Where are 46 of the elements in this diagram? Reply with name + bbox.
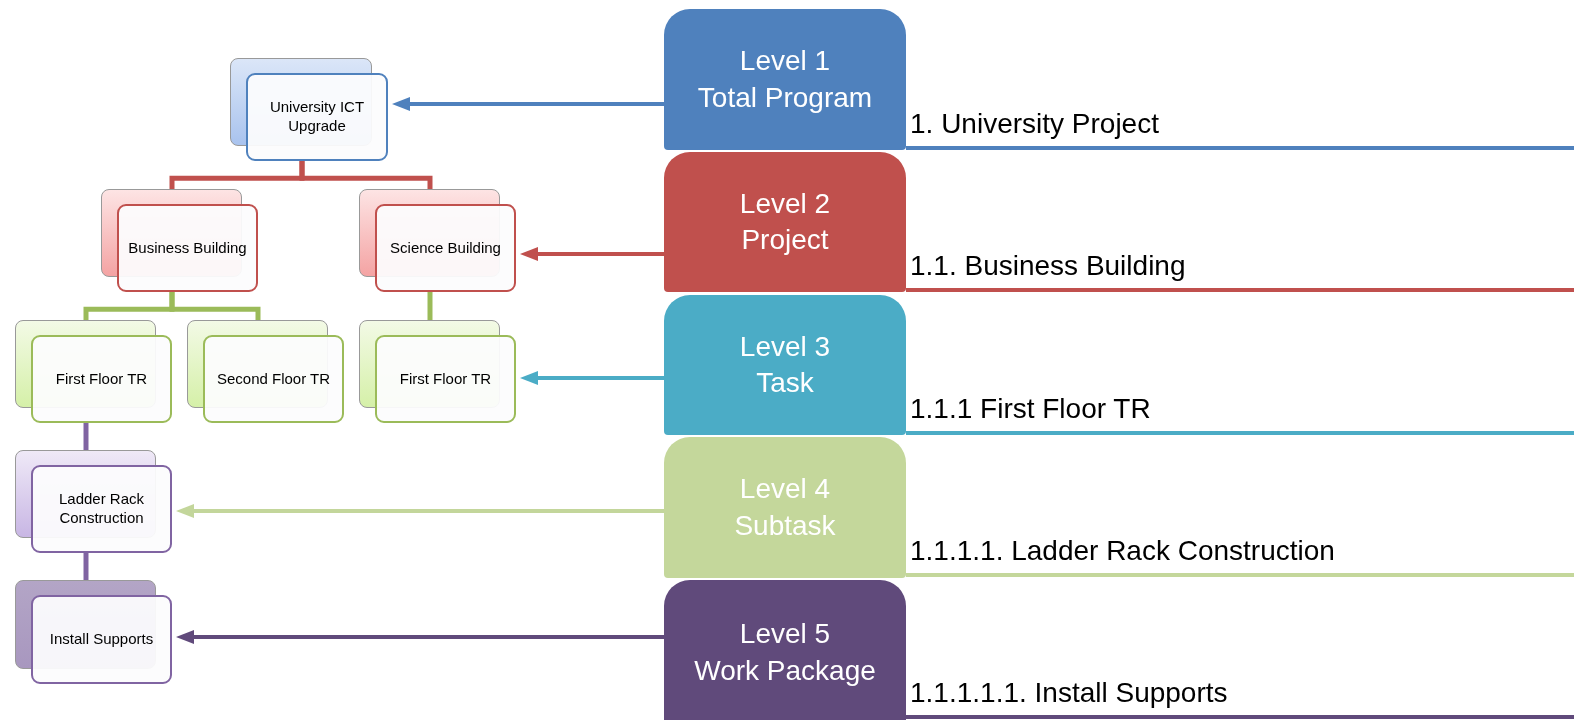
example-label: 1.1.1 First Floor TR: [910, 393, 1151, 425]
process-card: [15, 450, 172, 553]
box-label: Science Building: [389, 238, 502, 258]
process-card: [15, 580, 172, 684]
arrow: [176, 504, 664, 518]
process-card: [359, 320, 516, 423]
connector-line: [299, 161, 433, 189]
box-label: Ladder Rack Construction: [57, 490, 146, 528]
box-label: University ICT Upgrade: [268, 98, 366, 136]
box-label: Business Building: [127, 238, 248, 258]
arrow: [392, 97, 664, 111]
box-label: First Floor TR: [54, 369, 149, 389]
example-label: 1.1. Business Building: [910, 250, 1186, 282]
connector-line: [169, 292, 261, 320]
example-label: 1.1.1.1. Ladder Rack Construction: [910, 535, 1335, 567]
level-name: Task: [756, 366, 814, 400]
level-heading: Level 2: [739, 186, 831, 221]
connector-line: [83, 423, 89, 450]
level-band: [664, 152, 906, 292]
process-card: [187, 320, 344, 423]
level-name: Total Program: [697, 80, 873, 115]
level-heading: Level 3: [739, 329, 831, 364]
level-name: Project: [741, 223, 829, 257]
arrow: [520, 247, 664, 261]
level-heading: Level 4: [739, 472, 831, 507]
level-band: [664, 580, 906, 720]
arrow: [520, 371, 664, 385]
level-band: [664, 9, 906, 150]
example-label: 1.1.1.1.1. Install Supports: [910, 677, 1228, 709]
level-band: [664, 437, 906, 578]
connector-line: [427, 292, 433, 320]
arrow: [176, 630, 664, 644]
level-name: Work Package: [694, 653, 876, 688]
process-card: [101, 189, 258, 292]
box-label: Install Supports: [48, 630, 155, 649]
connector-line: [83, 553, 89, 580]
level-band: [664, 295, 906, 435]
process-card: [359, 189, 516, 292]
level-heading: Level 1: [739, 44, 831, 79]
level-name: Subtask: [734, 508, 836, 543]
box-label: Second Floor TR: [215, 369, 332, 389]
level-heading: Level 5: [739, 617, 831, 652]
process-card: [230, 58, 388, 161]
example-label: 1. University Project: [910, 108, 1159, 140]
process-card: [15, 320, 172, 423]
box-label: First Floor TR: [398, 369, 493, 389]
